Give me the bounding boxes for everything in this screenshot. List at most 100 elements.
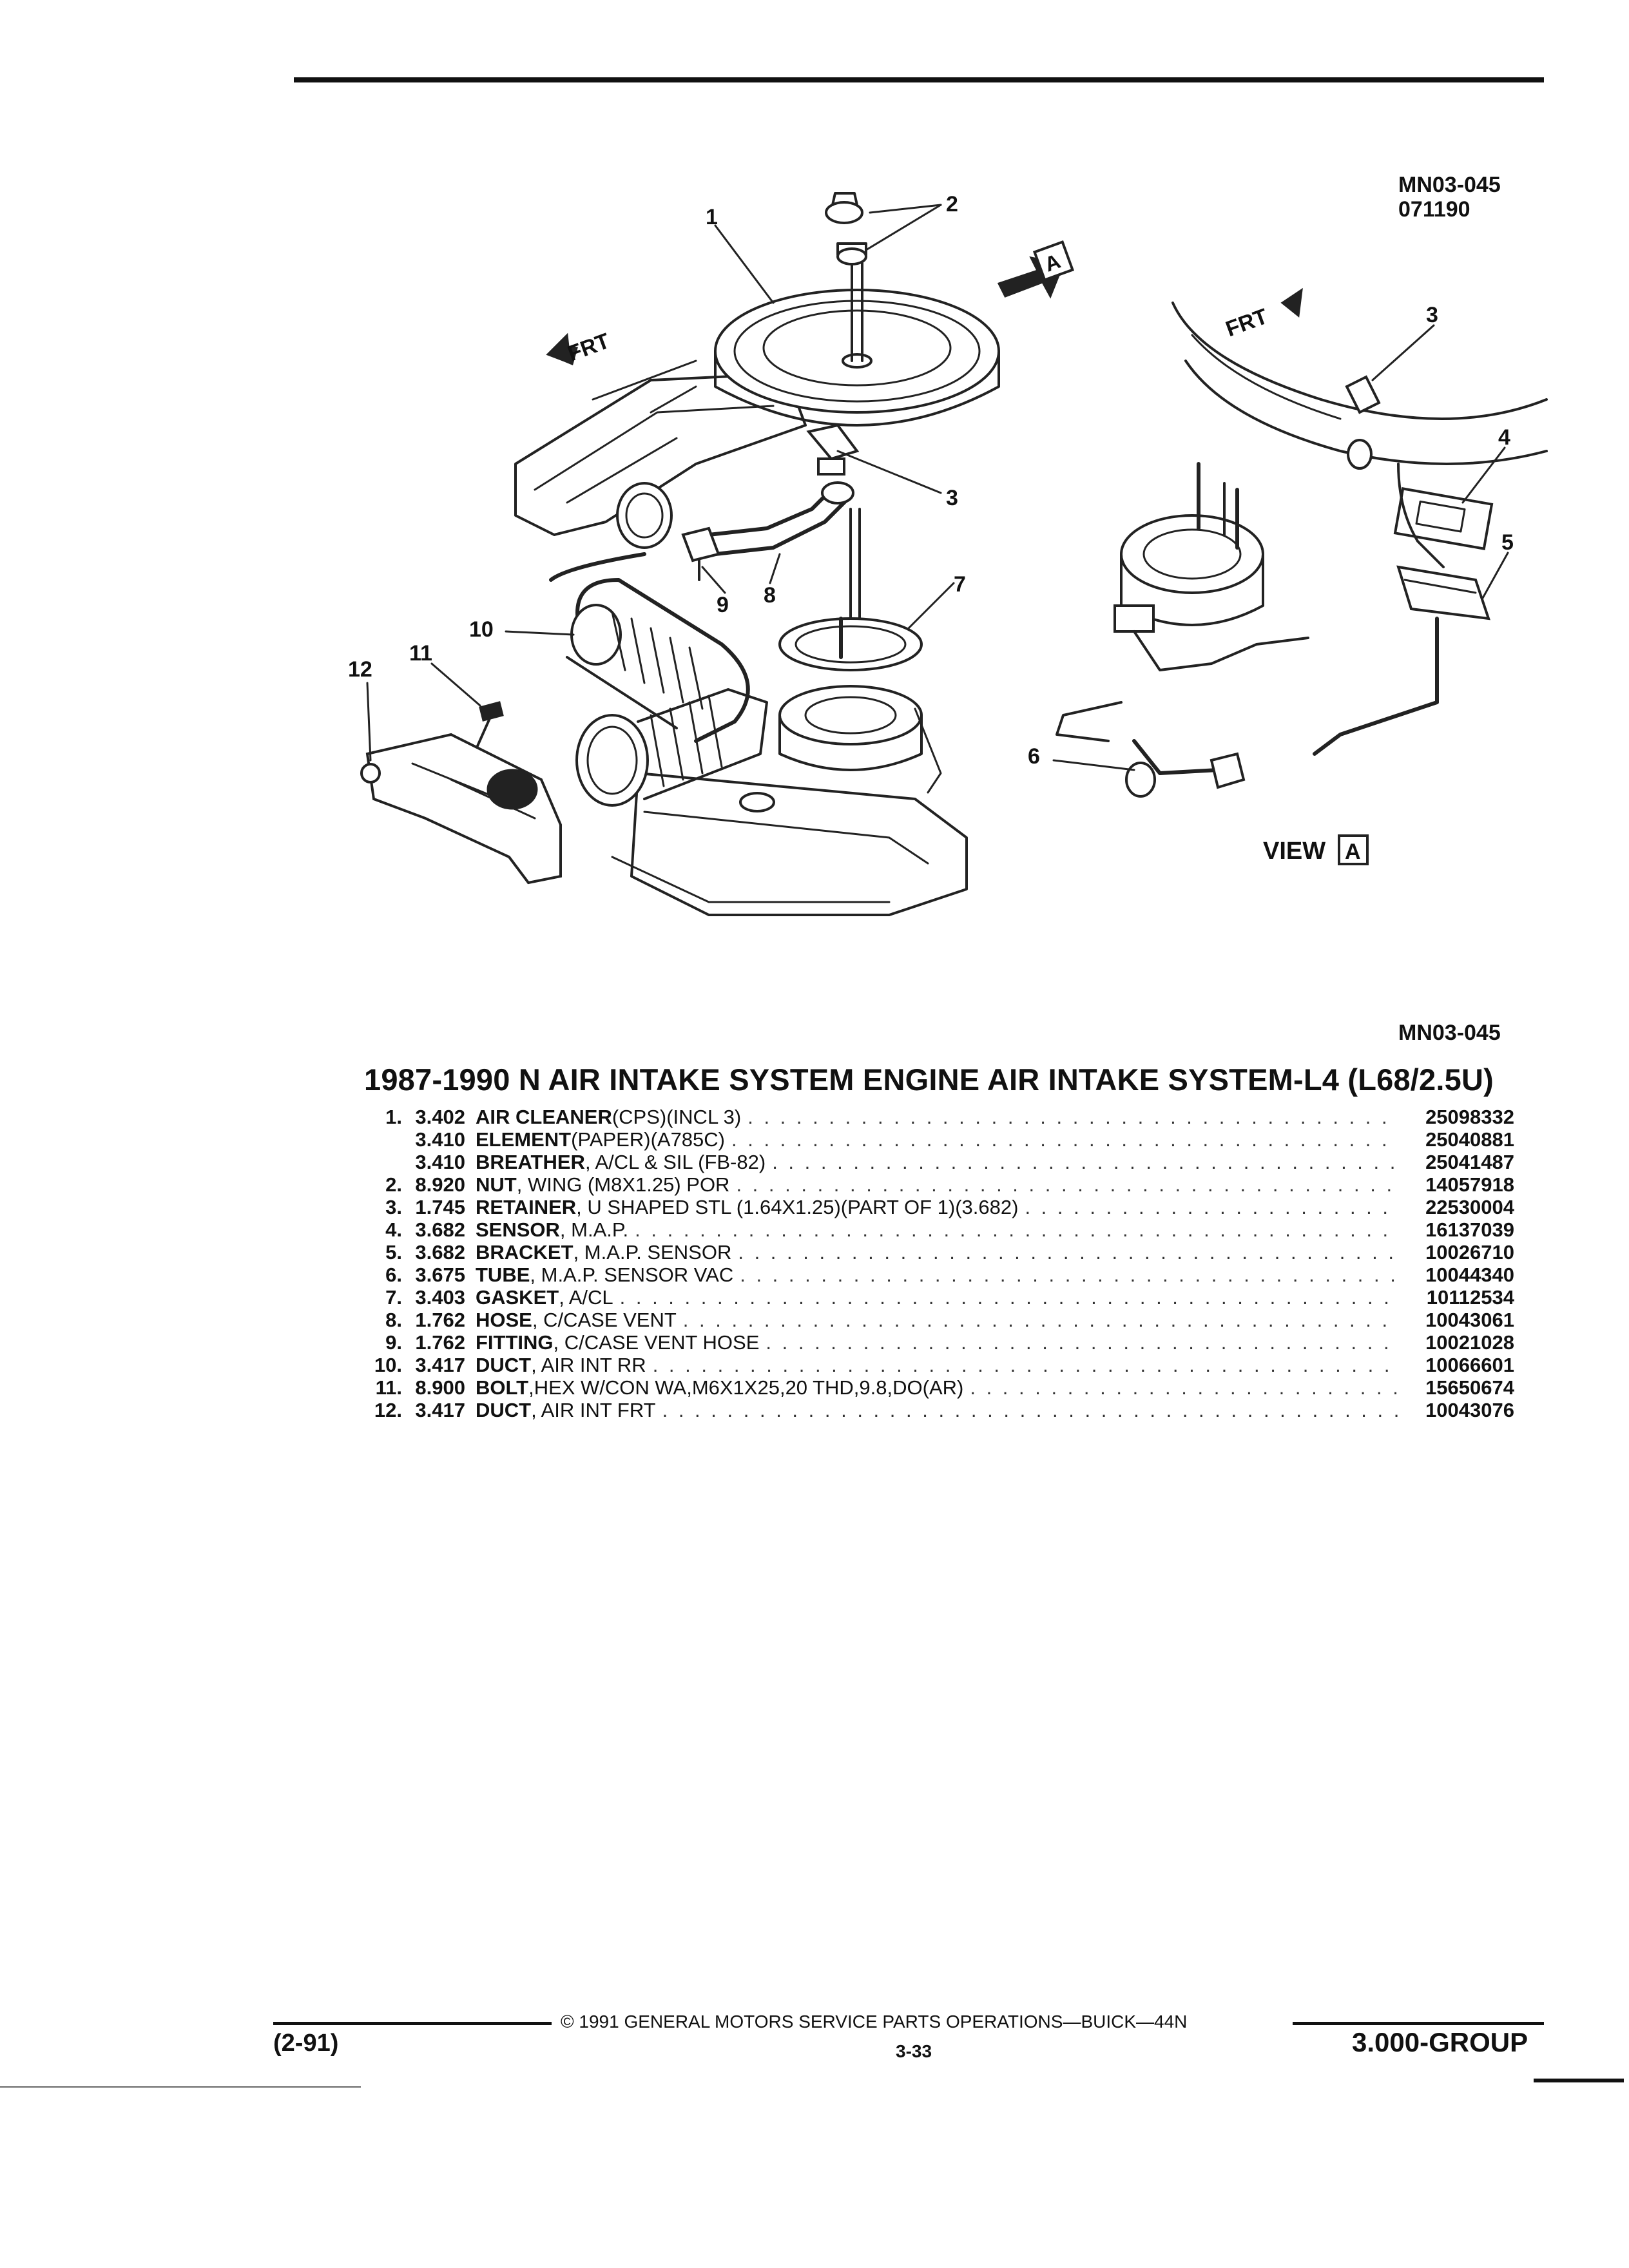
- part-description: , AIR INT RR: [531, 1354, 646, 1376]
- part-description: , A/CL: [559, 1286, 613, 1309]
- item-number: 4.: [385, 1218, 402, 1241]
- callout-7: 7: [954, 572, 966, 597]
- view-label-marker: A: [1345, 840, 1361, 864]
- callout-1: 1: [706, 205, 718, 229]
- callout-9: 9: [717, 593, 729, 617]
- part-description: , C/CASE VENT: [532, 1309, 677, 1331]
- item-number: 3.: [385, 1196, 402, 1218]
- group-number: 3.417: [415, 1399, 465, 1421]
- footer-bottom-rule: [0, 2086, 361, 2088]
- group-number: 3.417: [415, 1354, 465, 1376]
- group-number: 3.410: [415, 1128, 465, 1151]
- part-description: , C/CASE VENT HOSE: [553, 1331, 760, 1354]
- item-number: 6.: [385, 1264, 402, 1286]
- item-number: 12.: [374, 1399, 402, 1421]
- drawing-ref-date: 071190: [1398, 197, 1470, 222]
- part-number: 25041487: [1425, 1151, 1514, 1173]
- callout-8: 8: [764, 583, 776, 608]
- footer-rule-left: [273, 2022, 552, 2025]
- part-description: , M.A.P. SENSOR VAC: [530, 1264, 734, 1286]
- part-name: GASKET: [476, 1286, 559, 1309]
- frt-label-left: FRT: [564, 329, 613, 366]
- item-number: 2.: [385, 1173, 402, 1196]
- group-number: 3.403: [415, 1286, 465, 1309]
- frt-label-right: FRT: [1222, 304, 1271, 341]
- footer-rule-right: [1293, 2022, 1544, 2025]
- part-description: , AIR INT FRT: [531, 1399, 656, 1421]
- group-number: 8.920: [415, 1173, 465, 1196]
- group-number: 1.762: [415, 1309, 465, 1331]
- callout-5: 5: [1501, 530, 1514, 555]
- part-name: DUCT: [476, 1354, 532, 1376]
- dot-leader: [766, 1331, 1398, 1354]
- part-description: , M.A.P. SENSOR: [573, 1241, 732, 1264]
- footer-page-number: 3-33: [896, 2041, 932, 2061]
- part-name: FITTING: [476, 1331, 554, 1354]
- group-number: 1.745: [415, 1196, 465, 1218]
- parts-row: 12. 3.417 DUCT, AIR INT FRT 10043076: [361, 1399, 1514, 1421]
- item-number: 9.: [385, 1331, 402, 1354]
- dot-leader: [740, 1264, 1398, 1286]
- item-number: 1.: [385, 1106, 402, 1128]
- part-description: , M.A.P.: [559, 1218, 629, 1241]
- part-number: 10043061: [1425, 1309, 1514, 1331]
- group-number: 3.410: [415, 1151, 465, 1173]
- item-number: 10.: [374, 1354, 402, 1376]
- item-number: 8.: [385, 1309, 402, 1331]
- callout-11: 11: [409, 641, 432, 666]
- part-number: 10026710: [1425, 1241, 1514, 1264]
- callout-3-left: 3: [946, 486, 958, 510]
- illustration-ref-code: MN03-045: [1398, 1021, 1501, 1045]
- part-description: (PAPER)(A785C): [571, 1128, 725, 1151]
- parts-illustration: A FRT FRT VIEW A 1 2 3 3 4 5 6: [348, 192, 1548, 916]
- dot-leader: [635, 1218, 1398, 1241]
- dot-leader: [1025, 1196, 1398, 1218]
- group-number: 3.682: [415, 1241, 465, 1264]
- part-name: BOLT: [476, 1376, 529, 1399]
- part-number: 10043076: [1425, 1399, 1514, 1421]
- callout-6: 6: [1028, 744, 1040, 769]
- dot-leader: [747, 1106, 1398, 1128]
- dot-leader: [736, 1173, 1398, 1196]
- part-number: 14057918: [1425, 1173, 1514, 1196]
- part-number: 22530004: [1425, 1196, 1514, 1218]
- part-number: 25098332: [1425, 1106, 1514, 1128]
- part-description: , U SHAPED STL (1.64X1.25)(PART OF 1)(3.…: [576, 1196, 1019, 1218]
- section-title: 1987-1990 N AIR INTAKE SYSTEM ENGINE AIR…: [364, 1062, 1494, 1097]
- part-name: AIR CLEANER: [476, 1106, 612, 1128]
- view-label: VIEW: [1263, 838, 1325, 865]
- group-number: 3.402: [415, 1106, 465, 1128]
- parts-row: 10. 3.417 DUCT, AIR INT RR 10066601: [361, 1354, 1514, 1376]
- dot-leader: [683, 1309, 1398, 1331]
- part-number: 16137039: [1425, 1218, 1514, 1241]
- part-description: , A/CL & SIL (FB-82): [584, 1151, 766, 1173]
- group-number: 3.682: [415, 1218, 465, 1241]
- callout-4: 4: [1498, 425, 1510, 450]
- dot-leader: [620, 1286, 1398, 1309]
- part-name: ELEMENT: [476, 1128, 572, 1151]
- drawing-reference: MN03-045 071190: [1398, 173, 1501, 222]
- part-name: DUCT: [476, 1399, 532, 1421]
- drawing-ref-code: MN03-045: [1398, 173, 1501, 197]
- item-number: 11.: [375, 1376, 402, 1399]
- group-number: 3.675: [415, 1264, 465, 1286]
- part-description: , WING (M8X1.25) POR: [516, 1173, 730, 1196]
- group-number: 1.762: [415, 1331, 465, 1354]
- dot-leader: [738, 1241, 1398, 1264]
- footer-revision: (2-91): [273, 2030, 339, 2057]
- part-number: 25040881: [1425, 1128, 1514, 1151]
- top-rule: [294, 77, 1544, 82]
- part-number: 10066601: [1425, 1354, 1514, 1376]
- dot-leader: [662, 1399, 1398, 1421]
- dot-leader: [731, 1128, 1398, 1151]
- part-number: 10044340: [1425, 1264, 1514, 1286]
- callout-10: 10: [469, 617, 494, 642]
